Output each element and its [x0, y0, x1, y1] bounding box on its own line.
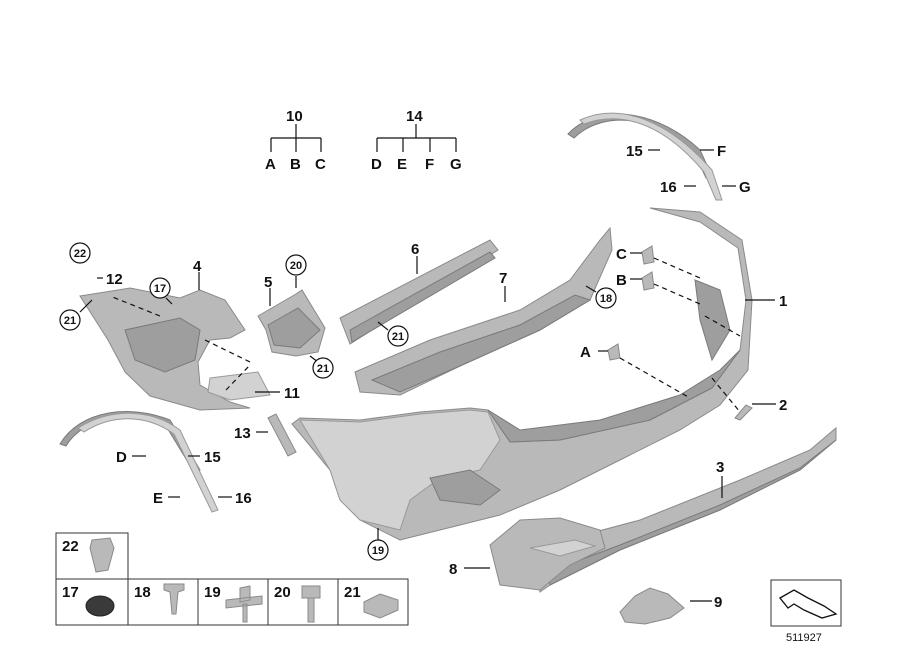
callout-21-bracket: 21 — [312, 357, 334, 379]
label-B: B — [616, 272, 627, 289]
diffuser-3 — [534, 426, 837, 593]
bracket-left — [79, 287, 251, 411]
push-rivet-icon — [163, 583, 185, 615]
circled-callouts: 22 17 21 20 21 21 18 19 — [59, 242, 617, 561]
clip-C — [641, 245, 655, 265]
label-G: G — [739, 179, 751, 196]
label-16-right: 16 — [660, 179, 677, 196]
tree14-E: E — [397, 156, 407, 173]
tree10-C: C — [315, 156, 326, 173]
callout-22: 22 — [69, 242, 91, 264]
screw-washer-icon — [225, 585, 263, 623]
legend-label-19: 19 — [204, 584, 221, 601]
label-1: 1 — [779, 293, 787, 310]
label-C: C — [616, 246, 627, 263]
svg-text:20: 20 — [290, 260, 302, 272]
label-9: 9 — [714, 594, 722, 611]
orientation-arrow-icon — [779, 589, 838, 619]
tree10-A: A — [265, 156, 276, 173]
label-15-left: 15 — [204, 449, 221, 466]
tree10-B: B — [290, 156, 301, 173]
svg-text:21: 21 — [392, 331, 404, 343]
svg-text:19: 19 — [372, 545, 384, 557]
clip-A — [607, 343, 621, 361]
label-3: 3 — [716, 459, 724, 476]
reference-number: 511927 — [786, 632, 822, 644]
tree14-G: G — [450, 156, 462, 173]
svg-text:18: 18 — [600, 293, 612, 305]
label-10: 10 — [286, 108, 303, 125]
svg-text:21: 21 — [317, 363, 329, 375]
label-16-left: 16 — [235, 490, 252, 507]
part-9 — [619, 587, 685, 625]
dashed-assembly-lines — [109, 257, 741, 413]
label-14: 14 — [406, 108, 423, 125]
leader-lines — [79, 124, 776, 602]
callout-17: 17 — [149, 277, 171, 299]
reinforcement-6 — [339, 239, 499, 345]
svg-text:21: 21 — [64, 315, 76, 327]
bracket-5 — [257, 289, 326, 357]
label-12: 12 — [106, 271, 123, 288]
callout-18: 18 — [595, 287, 617, 309]
tree14-F: F — [425, 156, 434, 173]
label-E: E — [153, 490, 163, 507]
legend-label-20: 20 — [274, 584, 291, 601]
carrier-7 — [354, 226, 613, 396]
label-13: 13 — [234, 425, 251, 442]
label-5: 5 — [264, 274, 272, 291]
part-11 — [207, 371, 271, 401]
label-F: F — [717, 143, 726, 160]
label-D: D — [116, 449, 127, 466]
legend-label-22: 22 — [62, 538, 79, 555]
label-A: A — [580, 344, 591, 361]
hex-nut-icon — [363, 593, 399, 619]
part-2 — [734, 404, 753, 421]
clip-nut-icon — [89, 537, 115, 573]
callout-19: 19 — [367, 539, 389, 561]
part-13 — [267, 413, 297, 457]
label-11: 11 — [284, 385, 300, 402]
part-labels: 1 2 3 4 5 6 7 8 9 10 11 12 13 14 15 15 1… — [106, 108, 787, 611]
rubber-buffer-icon — [85, 595, 115, 617]
label-4: 4 — [193, 258, 202, 275]
svg-text:17: 17 — [154, 283, 166, 295]
callout-21-reinforcement: 21 — [387, 325, 409, 347]
label-2: 2 — [779, 397, 787, 414]
svg-text:22: 22 — [74, 248, 86, 260]
label-6: 6 — [411, 241, 419, 258]
wheel-arch-trim-left — [59, 411, 219, 513]
bumper-cover — [291, 207, 753, 541]
label-15-right: 15 — [626, 143, 643, 160]
tree14-D: D — [371, 156, 382, 173]
fastener-legend: 22 17 18 19 20 21 — [55, 532, 409, 626]
legend-label-17: 17 — [62, 584, 79, 601]
label-7: 7 — [499, 270, 507, 287]
part-8 — [489, 517, 606, 591]
label-8: 8 — [449, 561, 457, 578]
legend-label-18: 18 — [134, 584, 151, 601]
wheel-arch-trim-right — [567, 112, 723, 201]
legend-label-21: 21 — [344, 584, 361, 601]
callout-21-left: 21 — [59, 309, 81, 331]
clip-B — [641, 271, 655, 291]
reference-box: 511927 — [770, 579, 842, 644]
callout-20: 20 — [285, 254, 307, 276]
bolt-icon — [301, 585, 321, 623]
legend-cell-18 — [127, 578, 199, 626]
